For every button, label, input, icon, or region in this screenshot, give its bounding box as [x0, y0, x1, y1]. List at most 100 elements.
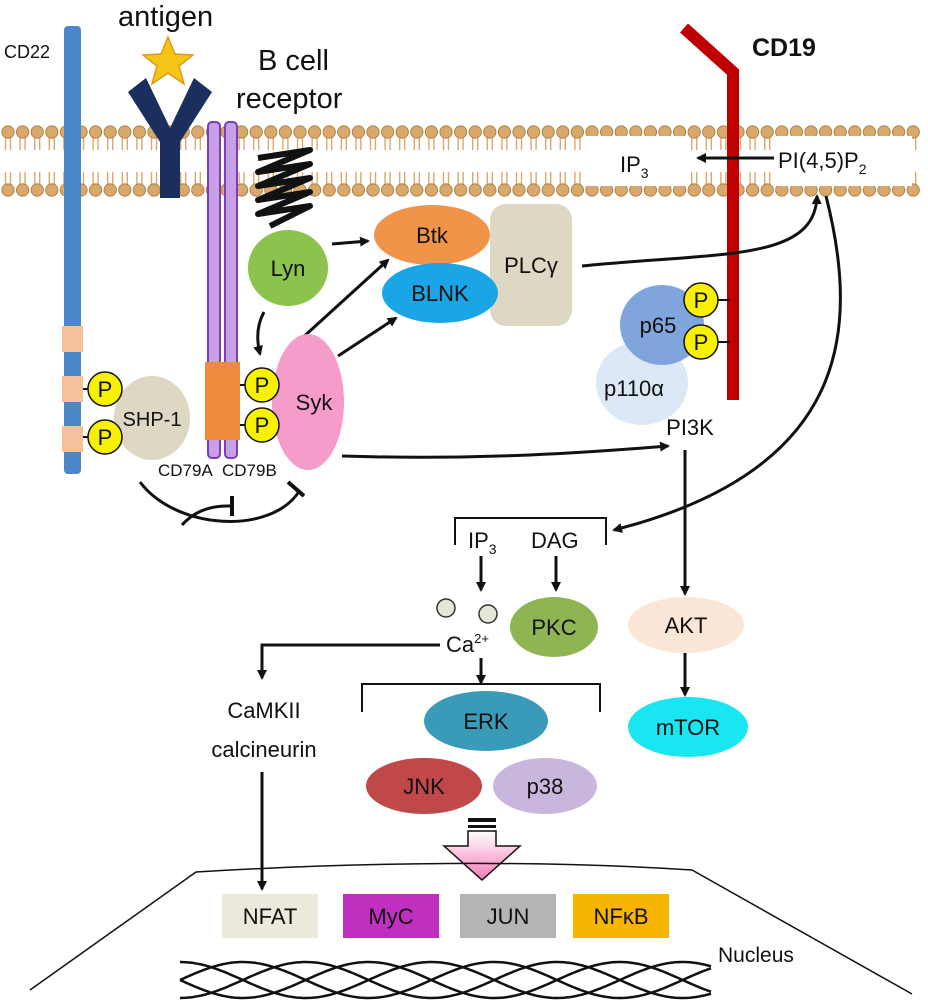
lipid-head — [16, 125, 30, 139]
lipid-head — [497, 183, 511, 197]
pi3k-label: PI3K — [666, 415, 714, 440]
lipid-head — [89, 125, 103, 139]
lipid-head — [468, 183, 482, 197]
lipid-head — [89, 183, 103, 197]
dna-strand-1 — [179, 960, 712, 1000]
cd22-label: CD22 — [4, 42, 50, 62]
mtor-label: mTOR — [656, 715, 720, 740]
shp1-label: SHP-1 — [123, 409, 182, 431]
dag-label: DAG — [531, 528, 579, 553]
pip2-to-ip3-dag-arrow — [612, 195, 842, 533]
lipid-head — [395, 125, 409, 139]
lipid-head — [410, 183, 424, 197]
plcg-enzyme — [490, 204, 572, 326]
svg-text:P: P — [98, 425, 113, 450]
myc-label: MyC — [368, 904, 413, 929]
lipid-head — [556, 125, 570, 139]
cd79b-itam — [222, 362, 240, 440]
lipid-head — [337, 183, 351, 197]
myc-factor — [343, 894, 439, 938]
cd79-inhibition-line — [180, 504, 231, 527]
lipid-head — [1, 183, 15, 197]
lipid-head — [103, 125, 117, 139]
phospho-group-cd79-2: P — [244, 407, 280, 443]
dna-double-helix — [179, 960, 712, 1000]
lipid-head — [118, 125, 132, 139]
plcg-label: PLCγ — [504, 253, 558, 278]
phospho-group-cd22-1: P — [87, 371, 123, 407]
lipid-head — [147, 183, 161, 197]
lipid-head — [702, 125, 716, 139]
lipid-head — [556, 183, 570, 197]
cd19-receptor — [679, 23, 739, 400]
ip3-membrane-box — [583, 136, 689, 186]
jnk-label: JNK — [403, 774, 445, 799]
syk-label: Syk — [296, 390, 334, 415]
lipid-head — [337, 125, 351, 139]
ip3-membrane-label: IP3 — [620, 152, 649, 181]
lipid-head — [497, 125, 511, 139]
lipid-head — [424, 183, 438, 197]
lipid-head — [132, 183, 146, 197]
lipid-head — [191, 125, 205, 139]
akt-label: AKT — [665, 613, 708, 638]
lipid-head — [249, 125, 263, 139]
lipid-head — [439, 183, 453, 197]
blnk-adaptor — [382, 263, 498, 323]
lipid-head — [395, 183, 409, 197]
lipid-head — [278, 125, 292, 139]
p65-label: p65 — [640, 313, 677, 338]
lipid-head — [906, 125, 920, 139]
lipid-head — [410, 125, 424, 139]
cd22-receptor — [64, 26, 81, 474]
lipid-head — [541, 183, 555, 197]
camkii-label: CaMKII — [227, 698, 300, 723]
lipid-head — [687, 125, 701, 139]
erk-kinase — [424, 691, 548, 751]
svg-text:P: P — [694, 330, 709, 355]
calcium-label: Ca2+ — [446, 631, 489, 657]
lipid-head — [16, 183, 30, 197]
lyn-membrane-anchor — [255, 147, 313, 229]
lipid-head — [687, 183, 701, 197]
lipid-head — [1, 125, 15, 139]
ip3-dag-bracket — [454, 517, 607, 545]
nfat-label: NFAT — [243, 904, 298, 929]
nuclear-translocation-arrow — [442, 818, 522, 882]
plcg-to-pip2-arrow — [581, 194, 822, 268]
akt-kinase — [628, 597, 744, 653]
syk-kinase — [272, 334, 344, 470]
phospho-group-cd22-2: P — [87, 419, 123, 455]
lipid-head — [906, 183, 920, 197]
nfkb-label: NFκB — [594, 904, 649, 929]
lipid-head — [570, 183, 585, 197]
svg-text:P: P — [255, 413, 270, 438]
lipid-head — [351, 125, 365, 139]
btk-kinase — [374, 205, 490, 265]
svg-text:P: P — [98, 377, 113, 402]
cd19-label: CD19 — [752, 34, 816, 62]
lipid-head — [322, 125, 336, 139]
nucleus-label: Nucleus — [718, 944, 794, 967]
pip2-membrane-label: PI(4,5)P2 — [778, 148, 867, 177]
phospho-group-p65-1: P — [683, 282, 719, 318]
antigen-star-icon — [140, 35, 196, 86]
lipid-head — [702, 183, 716, 197]
lipid-head — [380, 183, 395, 197]
nfat-factor — [222, 894, 318, 938]
lipid-head — [541, 125, 555, 139]
antigen-label: antigen — [118, 1, 213, 33]
lipid-head — [293, 125, 307, 139]
lipid-head — [45, 183, 59, 197]
cd79a-label: CD79A — [158, 461, 213, 480]
p38-kinase — [493, 758, 597, 814]
mtor-kinase — [628, 697, 748, 757]
lipid-head — [30, 125, 44, 139]
jnk-kinase — [366, 758, 482, 814]
lipid-head — [745, 125, 760, 139]
lipid-head — [322, 183, 336, 197]
ca-to-camkii-arrow — [257, 643, 440, 680]
calcineurin-label: calcineurin — [211, 737, 316, 762]
phospho-group-cd79-1: P — [244, 367, 280, 403]
